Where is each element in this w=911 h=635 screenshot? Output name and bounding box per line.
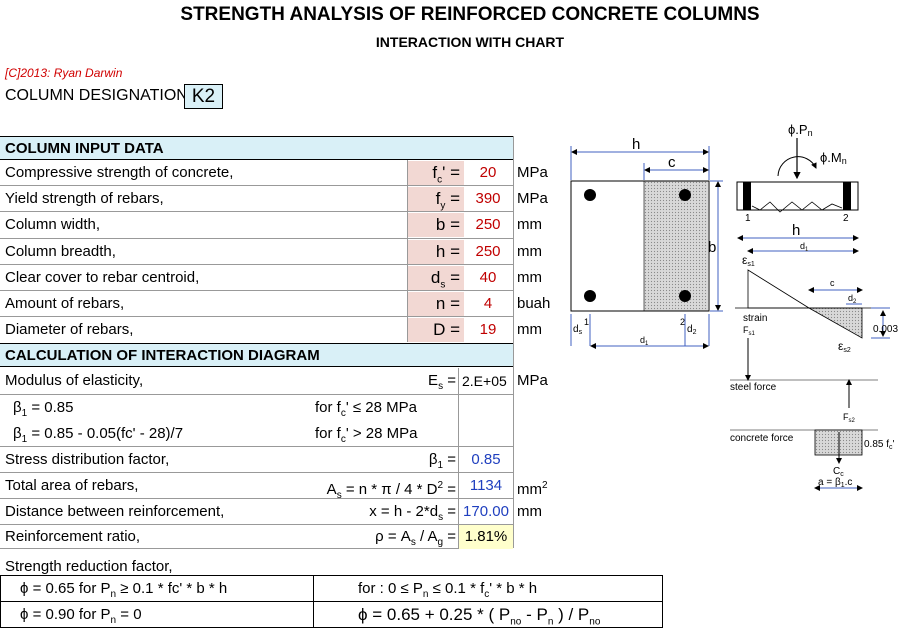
input-unit: mm: [517, 321, 542, 339]
modulus-unit: MPa: [517, 372, 548, 389]
calc-section-header: CALCULATION OF INTERACTION DIAGRAM: [0, 343, 513, 367]
fs1-label: Fs1: [743, 325, 756, 337]
ratio-value: 1.81%: [459, 525, 513, 549]
rebar-bottom-left: [584, 290, 596, 302]
steel-force-label: steel force: [730, 382, 777, 393]
input-label: Column breadth,: [5, 242, 116, 260]
dim-d1-label: d1: [640, 335, 649, 347]
beta1-rule-b: β1 = 0.85 - 0.05(fc' - 28)/7: [13, 425, 184, 445]
beta1-cond-b: for fc' > 28 MPa: [315, 425, 418, 445]
distance-value: 170.00: [463, 503, 509, 520]
reduction-row2: ϕ = 0.90 for Pn = 0: [20, 606, 142, 626]
input-value[interactable]: 19: [479, 321, 497, 339]
strain-limit-label: 0.003: [873, 324, 898, 335]
rebar-top-left: [584, 189, 596, 201]
input-unit: mm: [517, 216, 542, 234]
strain-d1-label: d1: [800, 241, 809, 253]
es1-label: εs1: [742, 253, 755, 268]
input-symbol: ds =: [408, 265, 464, 290]
input-section-header: COLUMN INPUT DATA: [0, 136, 513, 160]
input-value[interactable]: 390: [475, 190, 501, 208]
input-label: Compressive strength of concrete,: [5, 164, 234, 181]
input-value[interactable]: 4: [483, 295, 493, 312]
ratio-label: Reinforcement ratio,: [5, 528, 141, 545]
page-subtitle: INTERACTION WITH CHART: [375, 34, 565, 50]
modulus-label: Modulus of elasticity,: [5, 372, 144, 389]
input-symbol: fy =: [408, 187, 464, 212]
rebar-top-right: [679, 189, 691, 201]
input-unit: buah: [517, 295, 551, 312]
elev-h-label: h: [792, 222, 800, 239]
strain-d2-label: d2: [848, 293, 857, 305]
dim-c-label: c: [668, 154, 676, 171]
input-label: Yield strength of rebars,: [5, 190, 164, 208]
input-value[interactable]: 40: [479, 268, 497, 286]
credit-text: [C]2013: Ryan Darwin: [5, 66, 123, 80]
input-symbol: b =: [408, 213, 464, 238]
modulus-symbol: Es =: [428, 372, 456, 392]
page-title: STRENGTH ANALYSIS OF REINFORCED CONCRETE…: [180, 4, 760, 25]
dim-ds-label: ds: [573, 324, 583, 336]
elev-bar-2: 2: [843, 213, 849, 224]
input-unit: MPa: [517, 164, 548, 181]
input-symbol: n =: [408, 292, 464, 316]
input-value[interactable]: 250: [475, 242, 501, 260]
elev-bar-1: 1: [745, 213, 751, 224]
ratio-formula: ρ = As / Ag =: [375, 528, 456, 548]
input-label: Diameter of rebars,: [5, 321, 134, 339]
dim-d2-label: d2: [687, 324, 697, 336]
dim-b-label: b: [708, 239, 716, 256]
input-symbol: fc' =: [408, 161, 464, 185]
designation-input[interactable]: K2: [184, 84, 223, 109]
area-label: Total area of rebars,: [5, 477, 139, 494]
distance-label: Distance between reinforcement,: [5, 503, 225, 520]
fs2-label: Fs2: [843, 412, 856, 424]
reduction-label: Strength reduction factor,: [5, 558, 173, 575]
reduction-row1: ϕ = 0.65 for Pn ≥ 0.1 * fc' * b * h: [20, 580, 228, 600]
es2-label: εs2: [838, 339, 851, 354]
phi-pn-label: ϕ.Pn: [788, 122, 813, 138]
area-formula: As = n * π / 4 * D2 =: [326, 480, 456, 501]
designation-label: COLUMN DESIGNATION: [5, 87, 188, 104]
fc-label: 0.85 fc': [864, 439, 895, 451]
beta1-cond-a: for fc' ≤ 28 MPa: [315, 399, 417, 419]
stress-label: Stress distribution factor,: [5, 451, 170, 468]
input-label: Column width,: [5, 216, 101, 234]
input-label: Clear cover to rebar centroid,: [5, 268, 200, 286]
strain-label: strain: [743, 313, 767, 324]
input-value[interactable]: 20: [479, 164, 497, 181]
dim-h-label: h: [632, 136, 640, 153]
input-symbol: h =: [408, 239, 464, 264]
area-unit: mm2: [517, 480, 548, 498]
input-symbol: D =: [408, 318, 464, 343]
phi-mn-label: ϕ.Mn: [820, 150, 847, 166]
distance-formula: x = h - 2*ds =: [369, 503, 456, 523]
column-section-diagram: h c b 1 2 ds d2 d1 ϕ.Pn ϕ.Mn 1 2 h d1 εs…: [570, 122, 898, 491]
input-label: Amount of rebars,: [5, 295, 125, 312]
rebar-bottom-right: [679, 290, 691, 302]
strain-c-label: c: [830, 278, 835, 288]
input-unit: MPa: [517, 190, 548, 208]
modulus-value: 2.E+05: [462, 373, 507, 389]
area-value: 1134: [469, 477, 503, 494]
reduction-row1-condition: for : 0 ≤ Pn ≤ 0.1 * fc' * b * h: [358, 580, 538, 600]
bar-2-label: 2: [680, 317, 685, 327]
stress-symbol: β1 =: [428, 451, 456, 471]
bar-1-label: 1: [584, 317, 589, 327]
distance-unit: mm: [517, 503, 542, 520]
input-unit: mm: [517, 268, 542, 286]
reduction-formula: ϕ = 0.65 + 0.25 * ( Pno - Pn ) / Pno: [358, 605, 601, 628]
input-value[interactable]: 250: [475, 216, 501, 234]
input-unit: mm: [517, 242, 542, 260]
a-eq-label: a = β1.c: [818, 477, 852, 489]
concrete-force-label: concrete force: [730, 433, 794, 444]
cc-label: Cc: [833, 466, 844, 478]
beta1-rule-a: β1 = 0.85: [13, 399, 74, 419]
stress-value: 0.85: [471, 451, 501, 468]
